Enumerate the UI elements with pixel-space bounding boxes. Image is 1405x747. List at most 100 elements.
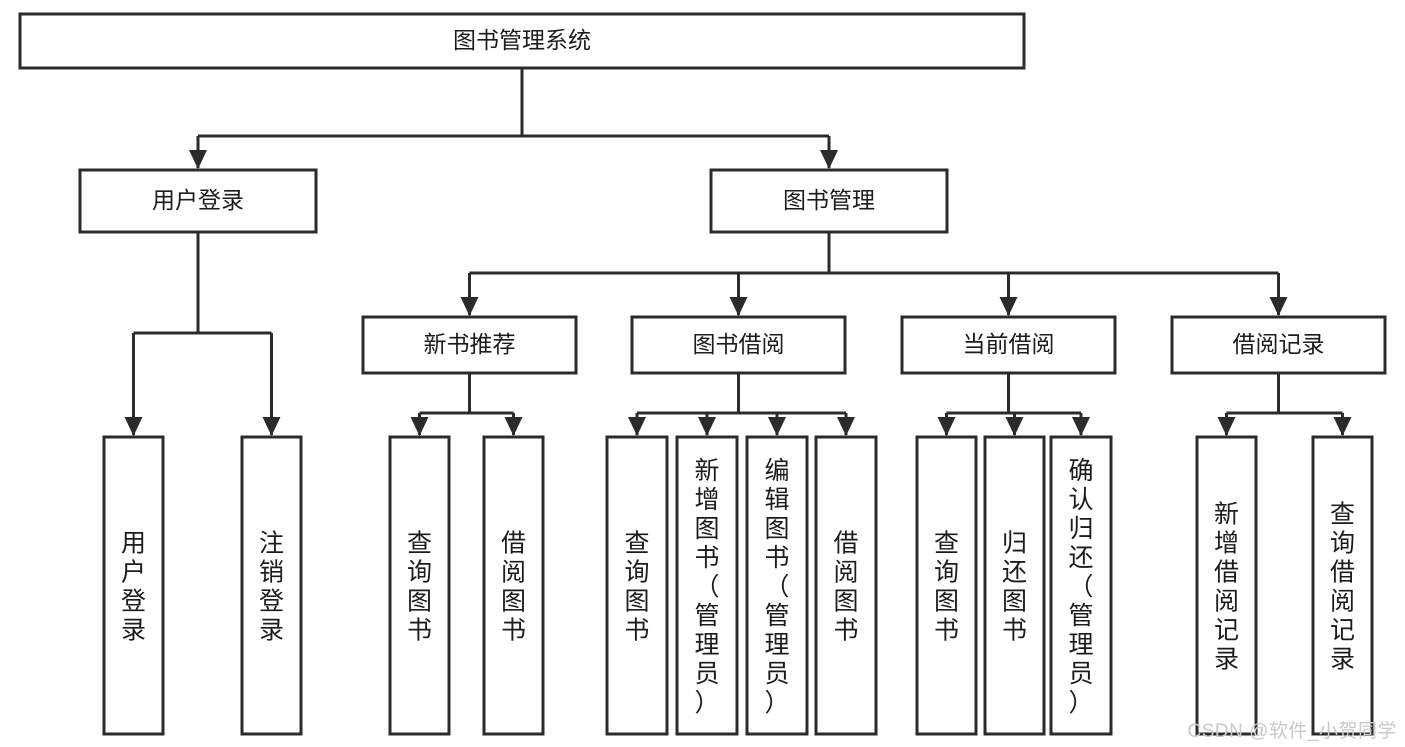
leaf-label-char: 图 <box>934 587 959 615</box>
leaf-label-char: 书 <box>764 544 789 572</box>
arrow-to-leaf-add-book <box>698 417 716 436</box>
leaf-label-char: 图 <box>833 587 858 615</box>
leaf-label-char: 管 <box>1068 602 1093 630</box>
leaf-label-char: 记 <box>1214 616 1239 644</box>
node-root[interactable]: 图书管理系统 <box>18 12 1026 70</box>
node-box <box>675 435 739 736</box>
arrow-to-leaf-query-book-2 <box>628 417 646 436</box>
leaf-label-char: 员 <box>694 660 719 688</box>
connector-layer <box>124 68 1352 436</box>
node-user-login[interactable]: 用户登录 <box>78 168 318 234</box>
leaf-label-char: ） <box>764 689 789 717</box>
leaf-label-char: 查 <box>624 529 649 557</box>
arrow-to-borrow-record <box>1269 297 1288 316</box>
node-book-borrow[interactable]: 图书借阅 <box>630 315 847 375</box>
arrow-to-leaf-return-book <box>1005 417 1024 436</box>
leaf-label-char: 图 <box>501 587 526 615</box>
arrow-to-leaf-add-record <box>1217 417 1236 436</box>
node-leaf-user-login[interactable]: 用户登录 <box>102 435 165 736</box>
leaf-label-char: 查 <box>934 529 959 557</box>
leaf-label-char: 销 <box>259 558 284 586</box>
node-box <box>745 435 809 736</box>
arrow-to-leaf-query-book-3 <box>937 417 956 436</box>
watermark-text: CSDN @软件_小贺同学 <box>1187 721 1397 742</box>
node-new-book-recommend[interactable]: 新书推荐 <box>361 315 578 375</box>
node-box <box>18 12 1026 70</box>
leaf-label-char: 新 <box>694 457 719 485</box>
node-box <box>78 168 318 234</box>
node-box <box>1195 435 1258 736</box>
leaf-label-char: 借 <box>1214 558 1239 586</box>
arrow-to-book-borrow <box>729 297 748 316</box>
leaf-label-char: 注 <box>259 529 284 557</box>
node-label: 图书管理系统 <box>453 27 591 53</box>
arrow-to-leaf-query-record <box>1333 417 1352 436</box>
leaf-label-char: 增 <box>694 486 719 514</box>
arrow-to-leaf-borrow-book-1 <box>504 417 523 436</box>
leaf-label-char: 归 <box>1002 529 1027 557</box>
leaf-label-char: 阅 <box>833 558 858 586</box>
node-current-borrow[interactable]: 当前借阅 <box>900 315 1117 375</box>
arrow-to-book-manage <box>820 150 838 169</box>
node-box <box>1311 435 1374 736</box>
arrow-to-leaf-edit-book <box>768 417 786 436</box>
node-label: 图书管理 <box>783 187 875 213</box>
leaf-label-char: 登 <box>259 587 284 615</box>
leaf-label-char: 书 <box>833 616 858 644</box>
node-box <box>915 435 978 736</box>
node-book-manage[interactable]: 图书管理 <box>709 168 949 234</box>
leaf-label-char: 询 <box>407 558 432 586</box>
leaf-label-char: 图 <box>694 515 719 543</box>
leaf-label-char: 图 <box>764 515 789 543</box>
node-layer: 图书管理系统用户登录图书管理新书推荐图书借阅当前借阅借阅记录用户登录注销登录查询… <box>18 12 1387 736</box>
node-box <box>388 435 451 736</box>
node-box <box>1170 315 1387 375</box>
arrow-to-current-borrow <box>999 297 1018 316</box>
arrow-to-leaf-user-login <box>124 417 143 436</box>
leaf-label-char: 户 <box>121 558 146 586</box>
arrow-to-leaf-confirm-return <box>1072 417 1090 436</box>
arrow-to-new-book-recommend <box>460 297 479 316</box>
leaf-label-char: 借 <box>833 529 858 557</box>
leaf-label-char: 书 <box>1002 616 1027 644</box>
leaf-label-char: 管 <box>694 602 719 630</box>
leaf-label-char: 归 <box>1068 515 1093 543</box>
leaf-label-char: 询 <box>624 558 649 586</box>
leaf-label-char: 录 <box>1330 645 1355 673</box>
leaf-label-char: ） <box>694 689 719 717</box>
node-label: 新书推荐 <box>424 331 516 357</box>
node-label: 借阅记录 <box>1233 331 1325 357</box>
leaf-label-char: 书 <box>694 544 719 572</box>
node-borrow-record[interactable]: 借阅记录 <box>1170 315 1387 375</box>
leaf-label-char: 借 <box>1330 558 1355 586</box>
node-box <box>630 315 847 375</box>
leaf-label-char: 确 <box>1068 457 1093 485</box>
leaf-label-char: 阅 <box>1330 587 1355 615</box>
leaf-label-char: 员 <box>1068 660 1093 688</box>
leaf-label-char: 阅 <box>1214 587 1239 615</box>
leaf-label-char: 书 <box>624 616 649 644</box>
leaf-label-char: 员 <box>764 660 789 688</box>
leaf-label-char: 图 <box>624 587 649 615</box>
leaf-label-char: 还 <box>1002 558 1027 586</box>
leaf-label-char: （ <box>694 573 719 601</box>
leaf-label-char: 录 <box>259 616 284 644</box>
arrow-to-user-login <box>189 150 207 169</box>
node-box <box>1049 435 1113 736</box>
leaf-label-char: 查 <box>1330 500 1355 528</box>
leaf-label-char: 还 <box>1068 544 1093 572</box>
leaf-label-char: （ <box>764 573 789 601</box>
